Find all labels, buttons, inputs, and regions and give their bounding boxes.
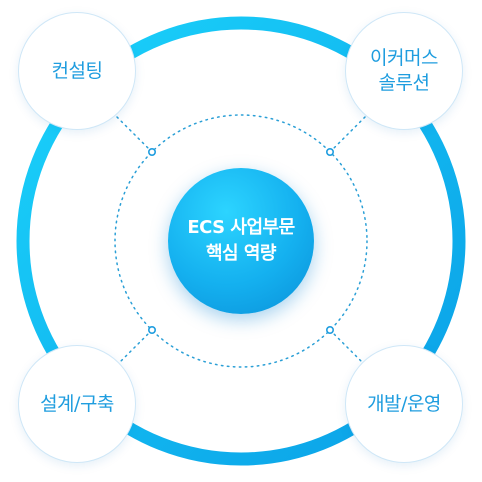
node-development-operation: 개발/운영: [345, 345, 463, 463]
node-ecommerce-solution: 이커머스 솔루션: [345, 12, 463, 130]
junction-dot-bottom-right: [325, 325, 334, 334]
connector-top-right: [329, 111, 371, 153]
outer-ring: [16, 16, 466, 466]
junction-dot-top-left: [148, 148, 157, 157]
node-design-build: 설계/구축: [18, 345, 136, 463]
junction-dot-top-right: [325, 148, 334, 157]
node-label-design-build: 설계/구축: [40, 392, 114, 415]
node-label-consulting: 컨설팅: [51, 59, 103, 82]
connector-top-left: [111, 111, 153, 153]
junction-dot-bottom-left: [148, 325, 157, 334]
node-consulting: 컨설팅: [18, 12, 136, 130]
center-label: ECS 사업부문 핵심 역량: [187, 217, 295, 264]
inner-dotted-ring: [114, 114, 368, 368]
center-hub: ECS 사업부문 핵심 역량: [168, 168, 314, 314]
node-label-development-operation: 개발/운영: [367, 392, 441, 415]
node-label-ecommerce-solution: 이커머스 솔루션: [370, 47, 438, 94]
